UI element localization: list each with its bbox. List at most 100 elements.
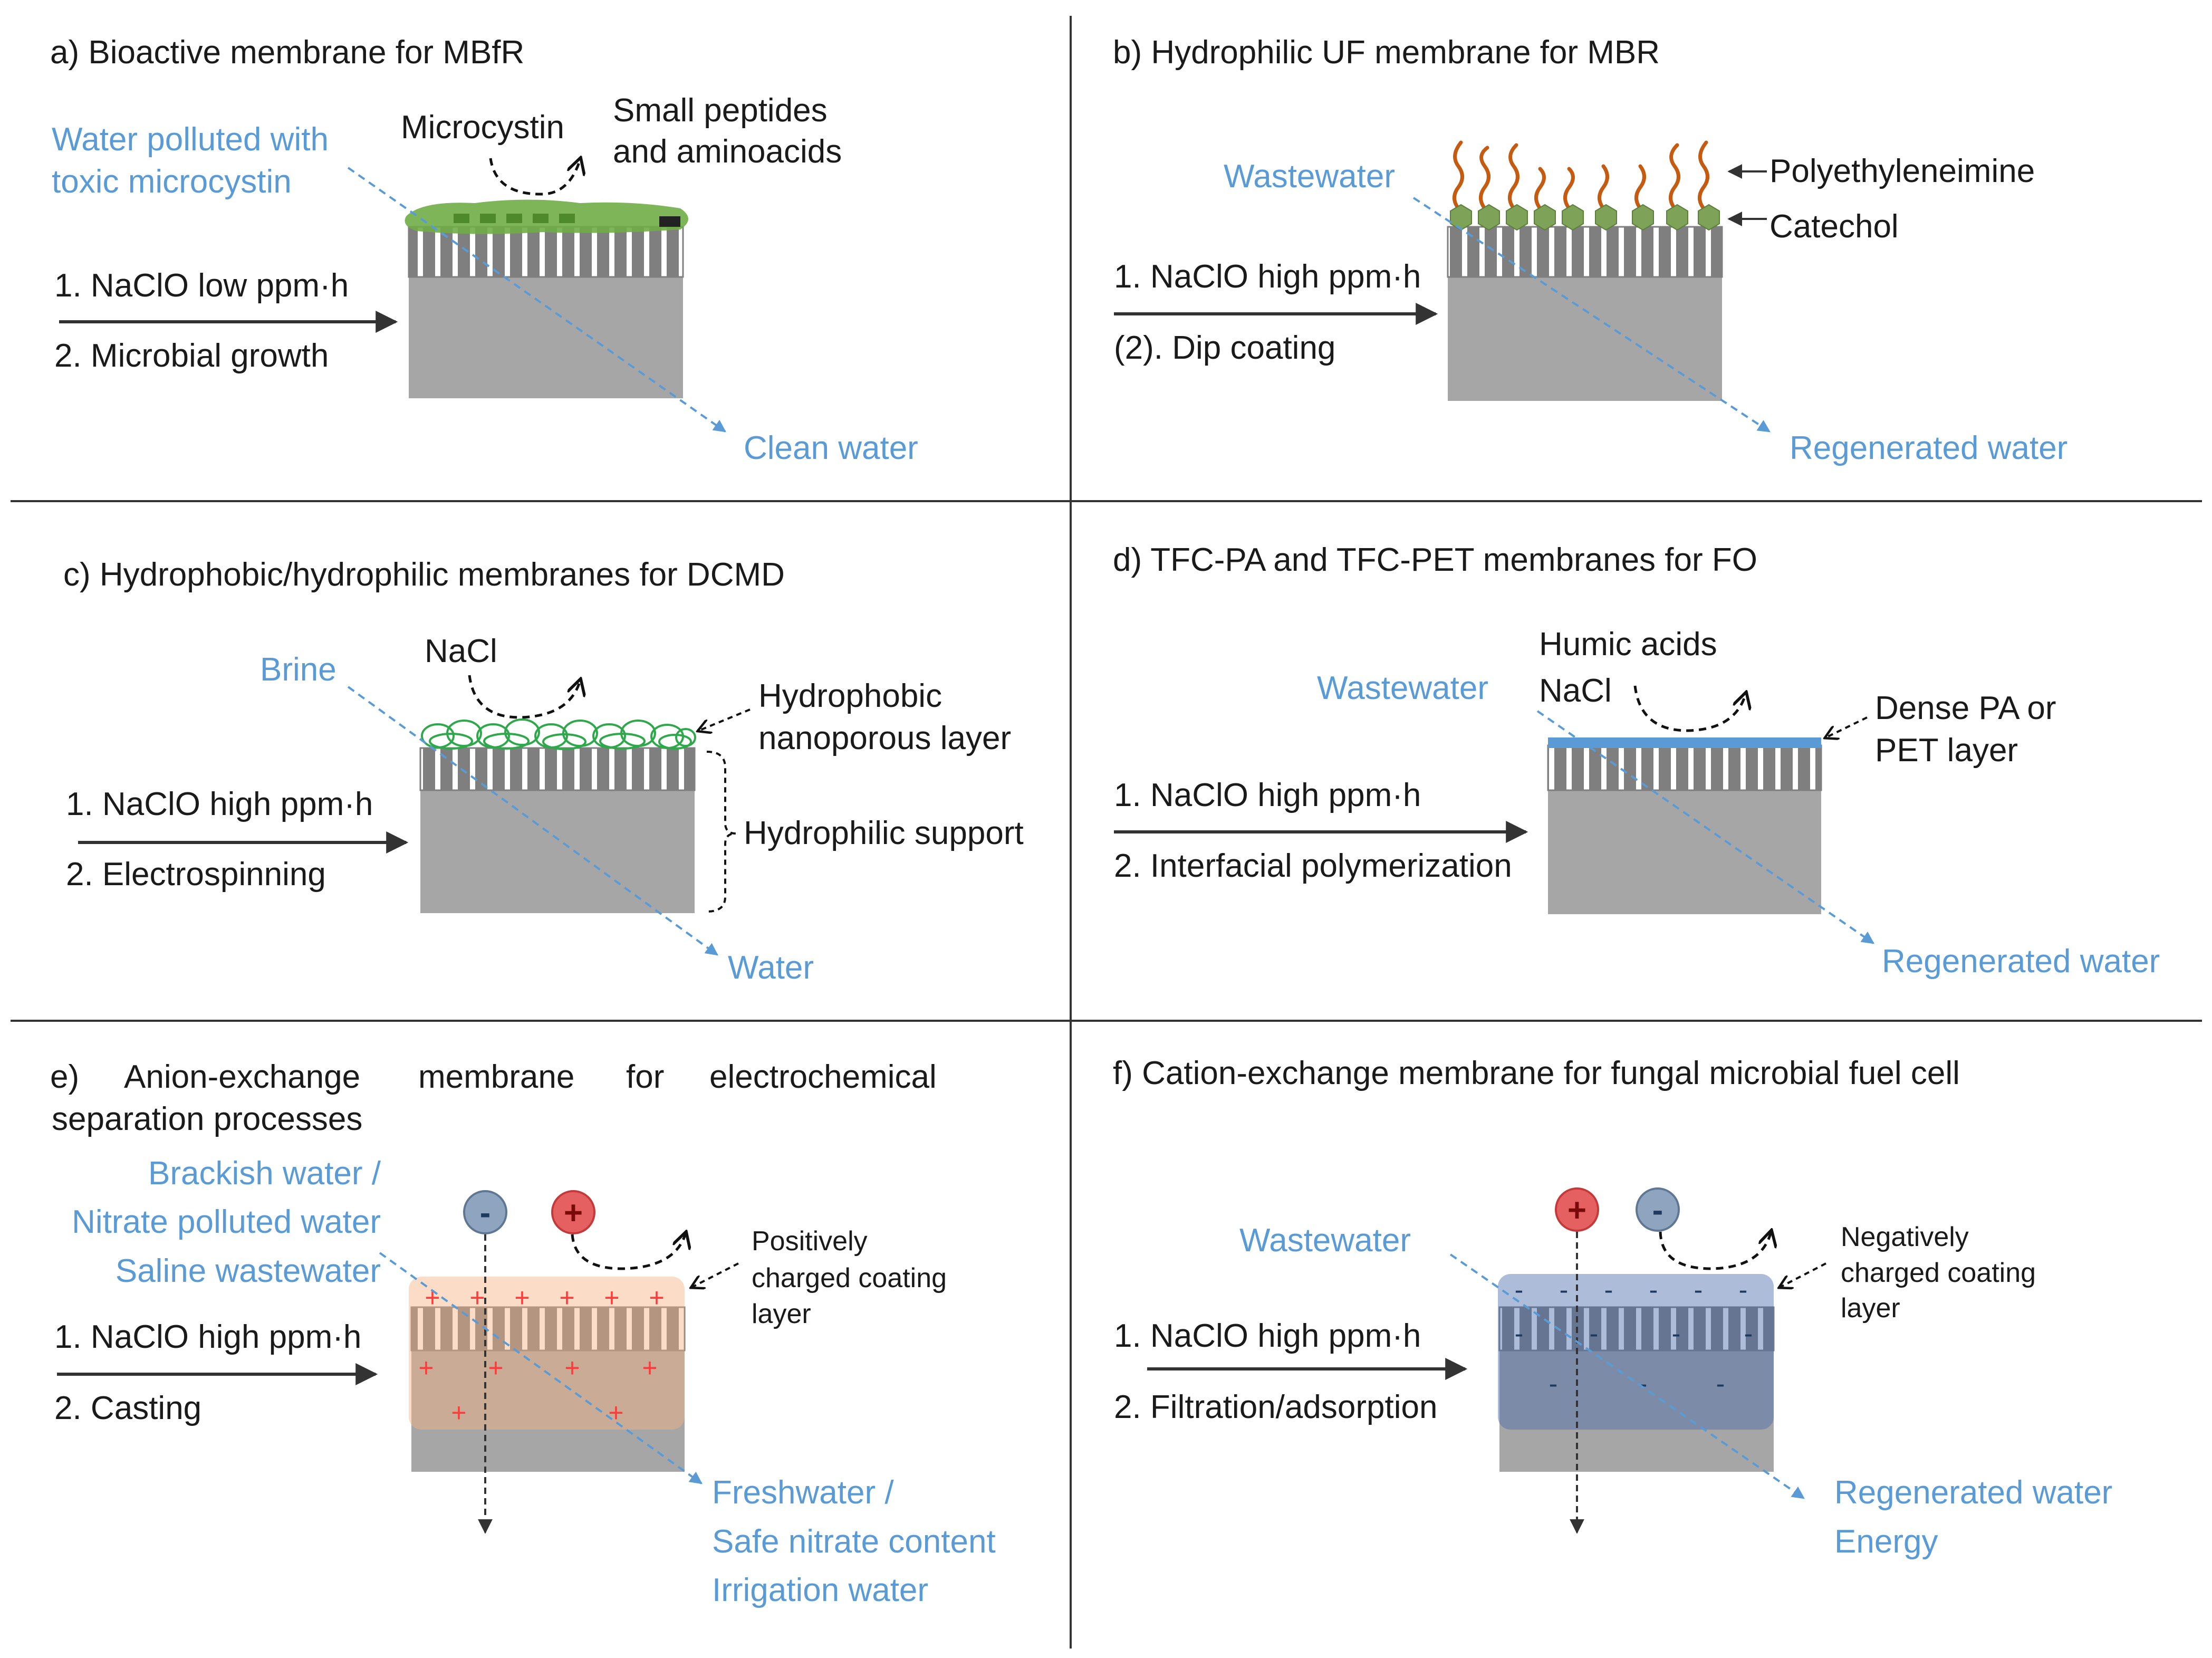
svg-text:+: +: [564, 1195, 583, 1231]
svg-text:+: +: [559, 1283, 574, 1312]
panel-c-layer-pointer: [699, 708, 751, 731]
panel-f-coating-line1: Negatively: [1841, 1222, 1969, 1252]
svg-text:-: -: [1744, 1319, 1753, 1348]
panel-d-reaction-arrow: [1633, 685, 1746, 732]
panel-b-flow-arrow: [1412, 197, 1771, 433]
panel-f-input: Wastewater: [1239, 1222, 1411, 1259]
panel-b: b) Hydrophilic UF membrane for MBR Waste…: [1113, 34, 2067, 466]
panel-e-support: [411, 1350, 685, 1472]
panel-b-step2: (2). Dip coating: [1114, 330, 1335, 366]
panel-e-positive-charges: ++ ++ ++ ++ ++ ++: [418, 1283, 664, 1427]
panel-f-reaction-arrow: [1659, 1232, 1771, 1270]
panel-b-title: b) Hydrophilic UF membrane for MBR: [1113, 34, 1660, 71]
svg-text:-: -: [1694, 1275, 1703, 1305]
panel-c-reactant: NaCl: [425, 633, 497, 669]
panel-e-output-line3: Irrigation water: [712, 1572, 928, 1608]
svg-text:+: +: [451, 1398, 466, 1427]
panel-e-title: e) Anion-exchange membrane for electroch…: [50, 1059, 937, 1137]
panel-c-title: c) Hydrophobic/hydrophilic membranes for…: [63, 557, 785, 593]
panel-f-pore-layer: [1498, 1306, 1775, 1352]
panel-a-pore-layer: [408, 226, 684, 278]
panel-a-reaction-arrow: [489, 158, 580, 196]
panel-c: c) Hydrophobic/hydrophilic membranes for…: [63, 557, 1024, 986]
panel-d-step2: 2. Interfacial polymerization: [1114, 848, 1512, 884]
panel-c-step1: 1. NaClO high ppm·h: [66, 786, 373, 822]
svg-text:for: for: [626, 1059, 664, 1095]
panel-e: e) Anion-exchange membrane for electroch…: [50, 1059, 996, 1608]
panel-e-output-line1: Freshwater /: [712, 1474, 894, 1511]
panel-b-polyethyleneimine-chains: [1453, 140, 1709, 210]
svg-text:-: -: [1716, 1369, 1725, 1398]
panel-e-positive-coating: [409, 1277, 685, 1430]
panel-d-layer-pointer: [1826, 716, 1868, 737]
panel-d-title: d) TFC-PA and TFC-PET membranes for FO: [1113, 542, 1757, 578]
panel-d-layer-line1: Dense PA or: [1875, 690, 2056, 726]
panel-f-title: f) Cation-exchange membrane for fungal m…: [1113, 1055, 1960, 1091]
svg-text:+: +: [425, 1283, 440, 1312]
panel-e-coating-line3: layer: [752, 1299, 811, 1329]
svg-text:-: -: [1639, 1369, 1648, 1398]
panel-d-dense-layer: [1548, 737, 1821, 748]
panel-e-input-line2: Nitrate polluted water: [72, 1204, 381, 1240]
panel-e-pore-layer: [410, 1306, 686, 1352]
svg-text:electrochemical: electrochemical: [709, 1059, 937, 1095]
panel-c-flow-arrow: [347, 686, 718, 956]
svg-text:+: +: [1567, 1192, 1586, 1229]
panel-c-layer-line1: Hydrophobic: [758, 678, 942, 714]
svg-text:-: -: [1649, 1275, 1658, 1305]
panel-dividers: [11, 16, 2202, 1649]
panel-c-support-label: Hydrophilic support: [744, 815, 1024, 851]
panel-c-reaction-arrow: [468, 675, 580, 719]
svg-text:-: -: [480, 1195, 491, 1231]
panel-c-step2: 2. Electrospinning: [66, 856, 326, 893]
panel-f-output-line2: Energy: [1834, 1523, 1938, 1560]
panel-f-flow-arrow: [1449, 1253, 1805, 1499]
svg-text:Anion-exchange: Anion-exchange: [124, 1059, 360, 1095]
panel-a-flow-arrow: [347, 167, 726, 433]
panel-b-label-top: Polyethyleneimine: [1769, 153, 2035, 189]
panel-c-input: Brine: [260, 651, 336, 688]
svg-text:+: +: [469, 1283, 485, 1312]
panel-d-output: Regenerated water: [1882, 943, 2160, 980]
svg-text:-: -: [1515, 1319, 1524, 1348]
svg-text:+: +: [604, 1283, 619, 1312]
panel-f-step2: 2. Filtration/adsorption: [1114, 1389, 1437, 1425]
svg-text:+: +: [642, 1353, 657, 1383]
panel-a-input-line2: toxic microcystin: [52, 164, 292, 200]
panel-b-output: Regenerated water: [1790, 430, 2067, 466]
svg-text:-: -: [1515, 1275, 1524, 1305]
panel-a-output: Clean water: [744, 430, 918, 466]
panel-e-step1: 1. NaClO high ppm·h: [54, 1319, 361, 1355]
panel-e-coating-pointer: [692, 1262, 739, 1287]
panel-e-anion-icon: -: [463, 1190, 507, 1234]
panel-d-layer-line2: PET layer: [1875, 732, 2018, 769]
panel-f-output-line1: Regenerated water: [1834, 1474, 2112, 1511]
panel-a-input-line1: Water polluted with: [52, 121, 329, 158]
svg-text:-: -: [1604, 1275, 1613, 1305]
svg-text:+: +: [608, 1398, 623, 1427]
panel-b-step1: 1. NaClO high ppm·h: [1114, 258, 1421, 295]
svg-text:-: -: [1590, 1319, 1599, 1348]
panel-a-product-line2: and aminoacids: [613, 133, 842, 170]
panel-f-support: [1499, 1350, 1774, 1472]
panel-d-reactant-line1: Humic acids: [1539, 626, 1717, 663]
panel-f-step1: 1. NaClO high ppm·h: [1114, 1318, 1421, 1354]
svg-text:-: -: [1549, 1369, 1558, 1398]
panel-b-support: [1448, 277, 1722, 401]
panel-a-title: a) Bioactive membrane for MBfR: [50, 34, 524, 71]
panel-b-label-mid: Catechol: [1769, 208, 1899, 245]
svg-text:membrane: membrane: [418, 1059, 574, 1095]
panel-e-output-line2: Safe nitrate content: [712, 1523, 996, 1560]
panel-f-coating-pointer: [1780, 1262, 1826, 1287]
panel-d: d) TFC-PA and TFC-PET membranes for FO H…: [1113, 542, 2160, 980]
svg-text:+: +: [564, 1353, 580, 1383]
svg-text:+: +: [488, 1353, 503, 1383]
svg-text:-: -: [1739, 1275, 1748, 1305]
panel-f-anion-icon: -: [1636, 1187, 1680, 1232]
svg-text:separation processes: separation processes: [52, 1101, 362, 1137]
panel-c-nanofiber-mat: [421, 718, 696, 750]
panel-d-step1: 1. NaClO high ppm·h: [1114, 777, 1421, 813]
panel-e-input-line1: Brackish water /: [148, 1155, 381, 1192]
panel-a-support: [409, 277, 683, 398]
panel-d-pore-layer: [1547, 744, 1822, 791]
